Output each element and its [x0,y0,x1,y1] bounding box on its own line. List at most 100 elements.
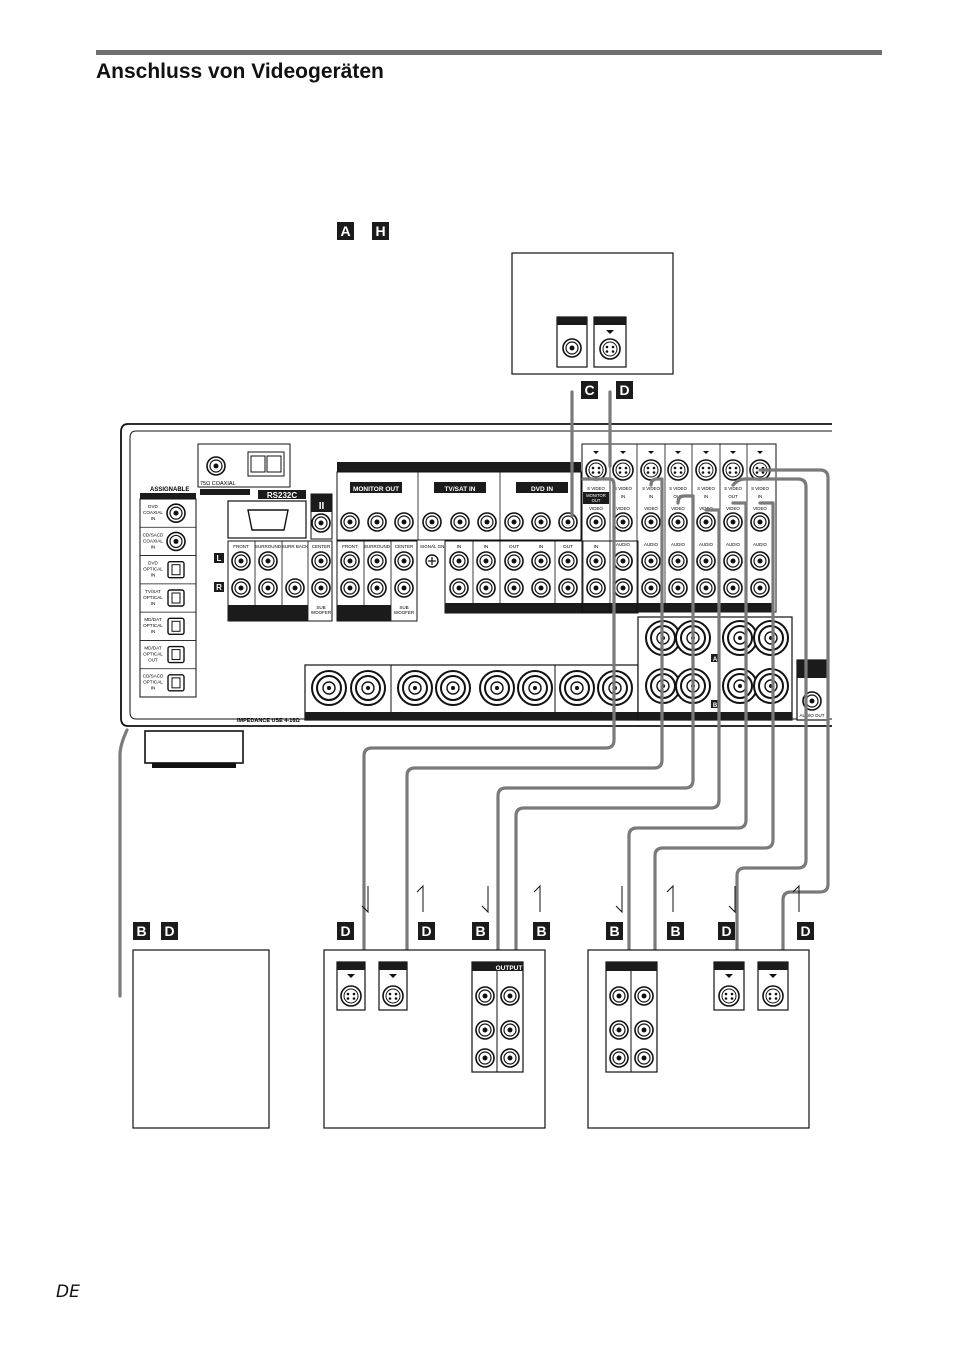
svg-text:D: D [721,923,731,939]
svg-text:VIDEO: VIDEO [726,506,740,511]
tv-badge-c: C [581,381,598,399]
rs232c-port: RS232C [227,490,307,539]
page-language-tag: DE [56,1282,80,1302]
svg-text:S VIDEO: S VIDEO [614,486,632,491]
svg-text:IN: IN [151,629,156,634]
svg-text:IN: IN [758,494,762,499]
svg-text:IN: IN [151,516,156,521]
svg-text:AUDIO: AUDIO [616,542,630,547]
svg-text:DVD: DVD [148,504,158,509]
svg-text:MD/DAT: MD/DAT [144,645,161,650]
svg-text:DVD IN: DVD IN [531,486,553,493]
channel-r-label: R [214,582,224,592]
svg-text:S VIDEO: S VIDEO [724,486,742,491]
io-label: OUT [563,544,573,550]
svg-text:AUDIO: AUDIO [671,542,685,547]
svg-text:IN: IN [151,544,156,549]
channel-l-label: L [214,553,224,563]
svg-text:OUT: OUT [673,494,683,499]
svg-text:AUDIO: AUDIO [753,542,767,547]
svg-text:B: B [536,923,546,939]
svg-text:DVD: DVD [148,561,158,566]
top-rule [96,50,882,55]
svg-text:IN: IN [649,494,653,499]
svg-text:VIDEO: VIDEO [671,506,685,511]
svg-text:IN: IN [151,686,156,691]
signal-ground: SIGNAL GND [420,544,448,568]
left-device-badge-b: B [133,922,150,940]
svg-text:SURROUND: SURROUND [255,544,282,549]
svg-text:COAXIAL: COAXIAL [143,510,163,515]
speaker-terminals: A B [304,616,793,721]
svg-text:RS232C: RS232C [267,491,297,500]
svg-text:AUDIO: AUDIO [699,542,713,547]
svg-text:S VIDEO: S VIDEO [751,486,769,491]
svg-text:S VIDEO: S VIDEO [587,486,605,491]
svg-text:B: B [713,703,718,709]
left-device-badge-d: D [161,922,178,940]
legend-badge-h: H [372,222,389,240]
svg-text:D: D [619,382,629,398]
svg-text:TV/SAT: TV/SAT [145,589,161,594]
audio-jack [531,578,551,598]
multi-channel-input-block: FRONT SURROUND CENTER SUB WOOFER [336,540,418,622]
s-video-column: S VIDEO IN VIDEO AUDIO [749,451,771,598]
svg-text:VIDEO: VIDEO [616,506,630,511]
svg-text:OUT: OUT [728,494,738,499]
tv-badge-d: D [616,381,633,399]
svg-text:FRONT: FRONT [233,544,249,549]
audio-jack [558,578,578,598]
svg-text:AUDIO OUT: AUDIO OUT [799,713,824,718]
svg-text:A: A [713,657,718,663]
svg-text:S VIDEO: S VIDEO [642,486,660,491]
svg-text:OPTICAL: OPTICAL [143,623,163,628]
svg-text:OUT: OUT [592,498,601,503]
svg-text:OPTICAL: OPTICAL [143,651,163,656]
svg-text:TV/SAT IN: TV/SAT IN [445,486,476,493]
svg-text:AUDIO: AUDIO [726,542,740,547]
svg-text:MONITOR: MONITOR [586,493,606,498]
middle-device: OUTPUT [323,949,546,1129]
audio-jack [586,551,606,571]
svg-text:WOOFER: WOOFER [311,610,332,615]
svg-text:B: B [136,923,146,939]
io-label: OUT [509,544,519,550]
svg-text:COAXIAL: COAXIAL [143,538,163,543]
antenna-section: 75Ω COAXIAL [197,443,291,495]
svg-text:OPTICAL: OPTICAL [143,567,163,572]
svg-text:A: A [340,223,350,239]
svg-text:II: II [319,501,325,512]
audio-jack [449,578,469,598]
svg-text:CENTER: CENTER [395,544,414,549]
audio-jack [476,551,496,571]
svg-text:OPTICAL: OPTICAL [143,595,163,600]
svg-text:R: R [216,583,222,592]
svg-text:S VIDEO: S VIDEO [669,486,687,491]
ii-port: II [310,493,333,540]
svg-text:ASSIGNABLE: ASSIGNABLE [150,487,189,493]
svg-text:AUDIO: AUDIO [644,542,658,547]
svg-text:SURR BACK: SURR BACK [282,544,308,549]
svg-text:CENTER: CENTER [312,544,331,549]
svg-text:D: D [421,923,431,939]
svg-text:IN: IN [151,573,156,578]
io-label: IN [484,544,489,550]
svg-text:WOOFER: WOOFER [394,610,415,615]
svg-text:S VIDEO: S VIDEO [697,486,715,491]
svg-text:75Ω COAXIAL: 75Ω COAXIAL [200,481,236,487]
left-device [132,949,270,1129]
middle-device-badges: D D B B [337,922,550,940]
svg-text:VIDEO: VIDEO [753,506,767,511]
audio-jack [449,551,469,571]
svg-text:D: D [800,923,810,939]
svg-text:FRONT: FRONT [342,544,358,549]
svg-text:SUB: SUB [316,605,325,610]
